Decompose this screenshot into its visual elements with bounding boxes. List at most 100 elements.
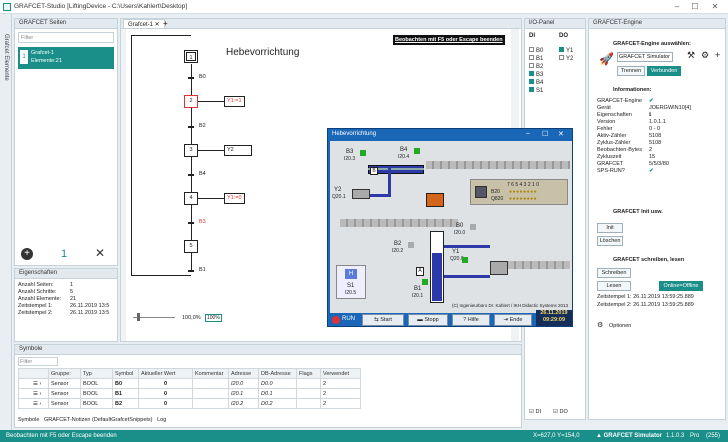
pages-filter-input[interactable]: Filter	[18, 32, 114, 43]
symbols-filter-input[interactable]: Filter	[18, 357, 58, 366]
clear-button[interactable]: Löschen	[597, 236, 623, 246]
step-1[interactable]: 1	[184, 50, 198, 63]
table-row[interactable]: ☰ › Sensor BOOL B1 0 I20.1 D0.1 2	[18, 388, 361, 399]
sim-end-button[interactable]: ⇥ Ende	[494, 314, 532, 326]
led-b0	[470, 224, 476, 230]
online-offline-toggle[interactable]: Online=Offline	[659, 281, 703, 291]
tab-log[interactable]: Log	[157, 417, 167, 423]
connected-button[interactable]: Verbunden	[647, 66, 681, 76]
status-bar: Beobachten mit F5 oder Escape beenden X=…	[0, 430, 728, 442]
position-a-label: A	[416, 267, 424, 276]
sim-stop-button[interactable]: ▬ Stopp	[408, 314, 448, 326]
step-5[interactable]: 5	[184, 240, 198, 253]
actuator-y1-label: Y1	[452, 249, 460, 255]
sim-start-button[interactable]: ⇆ Start	[362, 314, 404, 326]
timestamp-2: Zeitstempel 2: 26.11.2019 13:59:25.889	[597, 302, 694, 308]
delete-page-icon[interactable]: ✕	[95, 246, 106, 260]
transition-label: B1	[199, 267, 206, 273]
zoom-100-button[interactable]: 100%	[205, 314, 222, 322]
crate	[426, 193, 444, 207]
tab-notes[interactable]: GRAFCET-Notizen (DefaultGrafcetSnippets)	[44, 417, 153, 423]
table-row[interactable]: ☰ › Sensor BOOL B2 0 I20.2 D0.2 2	[18, 398, 361, 409]
di-item[interactable]: B0	[529, 47, 543, 55]
tools-icon[interactable]: ⚒	[687, 50, 696, 60]
register-b20-label: B20	[491, 189, 500, 195]
add-tab-icon[interactable]: +	[163, 19, 168, 28]
sim-canvas: B3 I20.3 B4 I20.4 B 7 6 5 4 3 2 1 0 B20 …	[330, 141, 572, 313]
actuator-y2-addr: Q20.1	[332, 194, 346, 200]
di-item[interactable]: B2	[529, 63, 543, 71]
control-box: H S1 I20.5	[336, 265, 366, 299]
sim-maximize-button[interactable]: ☐	[542, 131, 549, 138]
led-y1	[462, 257, 468, 263]
switch-s1-label[interactable]: S1	[347, 283, 355, 289]
write-button[interactable]: Schreiben	[597, 268, 631, 278]
disconnect-button[interactable]: Trennen	[617, 66, 645, 76]
close-button[interactable]: ✕	[711, 2, 719, 11]
add-page-icon[interactable]: +	[21, 248, 33, 260]
gear-icon[interactable]: ⚙	[701, 50, 710, 60]
run-led	[332, 316, 340, 324]
page-item-title: Grafcet-1	[31, 50, 54, 56]
options-gear-icon[interactable]: ⚙	[597, 322, 604, 329]
step-3[interactable]: 3	[184, 144, 198, 157]
engine-title: GRAFCET-Engine	[589, 19, 725, 29]
do-item[interactable]: Y2	[559, 55, 573, 63]
init-heading: GRAFCET Init usw.	[613, 209, 663, 215]
maximize-button[interactable]: ☐	[691, 2, 699, 11]
actuator-y1-addr: Q20.0	[450, 256, 464, 262]
di-item[interactable]: S1	[529, 87, 543, 95]
sensor-b2-label: B2	[394, 241, 402, 247]
register-display: 7 6 5 4 3 2 1 0 B20 Q820 ●●●●●●●● ●●●●●●…	[470, 179, 568, 205]
di-item[interactable]: B3	[529, 71, 543, 79]
symbols-panel: Symbole Filter Gruppe: Typ Symbol Aktuel…	[14, 344, 522, 428]
sensor-b0-addr: I20.0	[454, 230, 466, 236]
tab-grafcet-1[interactable]: Grafcet-1 ✕	[123, 19, 165, 29]
simulation-window[interactable]: Hebevorrichtung – ☐ ✕ B3 I20.3 B4 I20.4 …	[327, 128, 573, 327]
di-footer-checkbox[interactable]: ☑ DI	[529, 409, 541, 415]
engine-select-heading: GRAFCET-Engine auswählen:	[613, 41, 691, 47]
sensor-b3-label: B3	[346, 149, 354, 155]
status-message: Beobachten mit F5 oder Escape beenden	[6, 433, 117, 439]
tab-symbols[interactable]: Symbole	[18, 417, 40, 423]
page-item[interactable]: 1 Grafcet-1 Elemente:21	[18, 47, 114, 69]
prop-row: Zeitstempel 2:26.11.2019 13:5	[18, 310, 110, 316]
di-item[interactable]: B4	[529, 79, 543, 87]
di-item[interactable]: B1	[529, 55, 543, 63]
editor-ruler	[121, 29, 126, 341]
pages-panel-title: GRAFCET Seiten	[15, 19, 117, 29]
read-button[interactable]: Lesen	[597, 281, 631, 291]
add-icon[interactable]: +	[715, 50, 721, 60]
di-header: DI	[529, 33, 535, 39]
zoom-slider[interactable]	[133, 317, 175, 318]
do-item[interactable]: Y1	[559, 47, 573, 55]
io-panel-title: I/O-Panel	[525, 19, 585, 29]
status-coords: X=627,0 Y=154,0	[533, 433, 580, 439]
conveyor-bottom	[508, 261, 570, 269]
page-item-sub: Elemente:21	[31, 58, 62, 64]
step-4[interactable]: 4	[184, 192, 198, 205]
sim-minimize-button[interactable]: –	[526, 130, 530, 137]
sensor-b1-label: B1	[414, 286, 422, 292]
transition-label: B4	[199, 171, 206, 177]
init-button[interactable]: Init	[597, 223, 623, 233]
side-strip[interactable]: Grafcet Elemente	[0, 14, 12, 430]
sim-help-button[interactable]: ? Hilfe	[452, 314, 490, 326]
do-footer-checkbox[interactable]: ☑ DO	[553, 409, 568, 415]
sensor-b3-addr: I20.3	[344, 156, 356, 162]
minimize-button[interactable]: –	[674, 2, 680, 11]
register-bits-label: 7 6 5 4 3 2 1 0	[507, 182, 539, 188]
prop-row: Anzahl Schritte:5	[18, 289, 74, 295]
zoom-slider-thumb[interactable]	[137, 313, 140, 321]
engine-select[interactable]: GRAFCET Simulator	[617, 52, 673, 62]
step-2[interactable]: 2	[184, 95, 198, 108]
rocket-icon: 🚀	[599, 52, 614, 66]
options-link[interactable]: Optionen	[609, 323, 632, 329]
editor-tabbar: Grafcet-1 ✕ +	[121, 19, 521, 29]
table-row[interactable]: ☰ › Sensor BOOL B0 0 I20.0 D0.0 2	[18, 378, 361, 389]
status-count: (255)	[706, 433, 721, 439]
sim-close-button[interactable]: ✕	[558, 131, 564, 138]
